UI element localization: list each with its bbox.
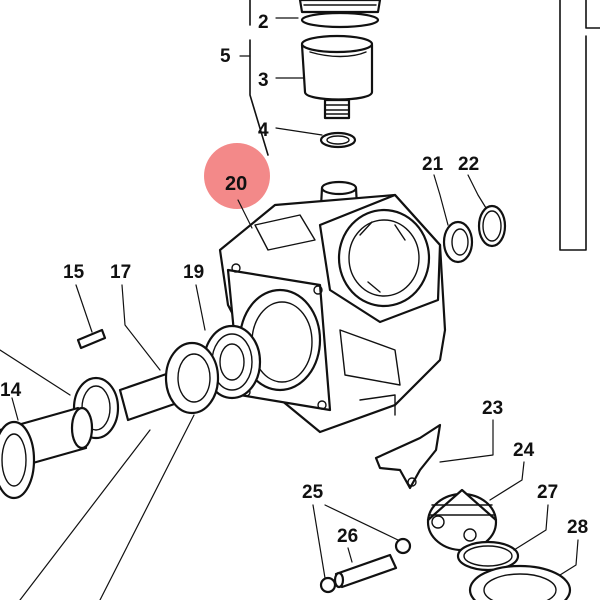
callout-23: 23 <box>482 398 503 419</box>
leader-14 <box>11 397 19 421</box>
part-19-bearing <box>164 324 262 415</box>
leader-27 <box>513 504 549 551</box>
leader-25 <box>312 504 399 579</box>
callout-22: 22 <box>458 154 479 175</box>
leader-28 <box>559 539 579 576</box>
callout-17: 17 <box>110 262 131 283</box>
callout-27: 27 <box>537 482 558 503</box>
leader-4 <box>275 127 323 136</box>
callout-24: 24 <box>513 440 535 461</box>
part-27-ring <box>456 540 520 572</box>
callout-5: 5 <box>220 46 231 67</box>
part-20-housing <box>218 180 447 434</box>
part-24-piston <box>426 488 498 552</box>
part-2-cap <box>298 0 382 29</box>
part-3-cup <box>300 34 374 120</box>
part-22-circlip <box>477 204 507 248</box>
part-26-pin <box>333 553 398 589</box>
leader-long-2 <box>19 429 151 600</box>
leader-15 <box>75 284 93 333</box>
leader-21 <box>433 174 449 226</box>
callout-14: 14 <box>0 380 22 401</box>
leader-20 <box>237 199 253 229</box>
leader-22 <box>467 174 487 209</box>
callout-4: 4 <box>258 120 269 141</box>
callout-2: 2 <box>258 12 269 33</box>
leader-left <box>0 349 71 396</box>
group-5-bracket <box>249 0 269 156</box>
callout-21: 21 <box>422 154 444 175</box>
leader-long-1 <box>99 414 195 600</box>
callout-25: 25 <box>302 482 324 503</box>
highlight-circle-20 <box>204 143 270 209</box>
callout-20: 20 <box>225 173 247 195</box>
part-14-shaft-assembly <box>0 406 94 500</box>
part-28-sleeve <box>468 564 572 600</box>
callout-26: 26 <box>337 526 358 547</box>
leader-26 <box>347 547 353 563</box>
bracket-frame <box>559 0 600 251</box>
callout-19: 19 <box>183 262 204 283</box>
part-21-ring <box>442 220 474 264</box>
callout-28: 28 <box>567 517 588 538</box>
leader-23 <box>439 419 494 463</box>
part-4-oring <box>319 131 357 149</box>
leader-24 <box>489 461 525 501</box>
leader-19 <box>195 284 206 331</box>
callout-15: 15 <box>63 262 85 283</box>
leader-17 <box>121 284 161 371</box>
part-23-bracket <box>374 423 442 490</box>
part-15-pin <box>76 328 107 350</box>
callout-3: 3 <box>258 70 269 91</box>
